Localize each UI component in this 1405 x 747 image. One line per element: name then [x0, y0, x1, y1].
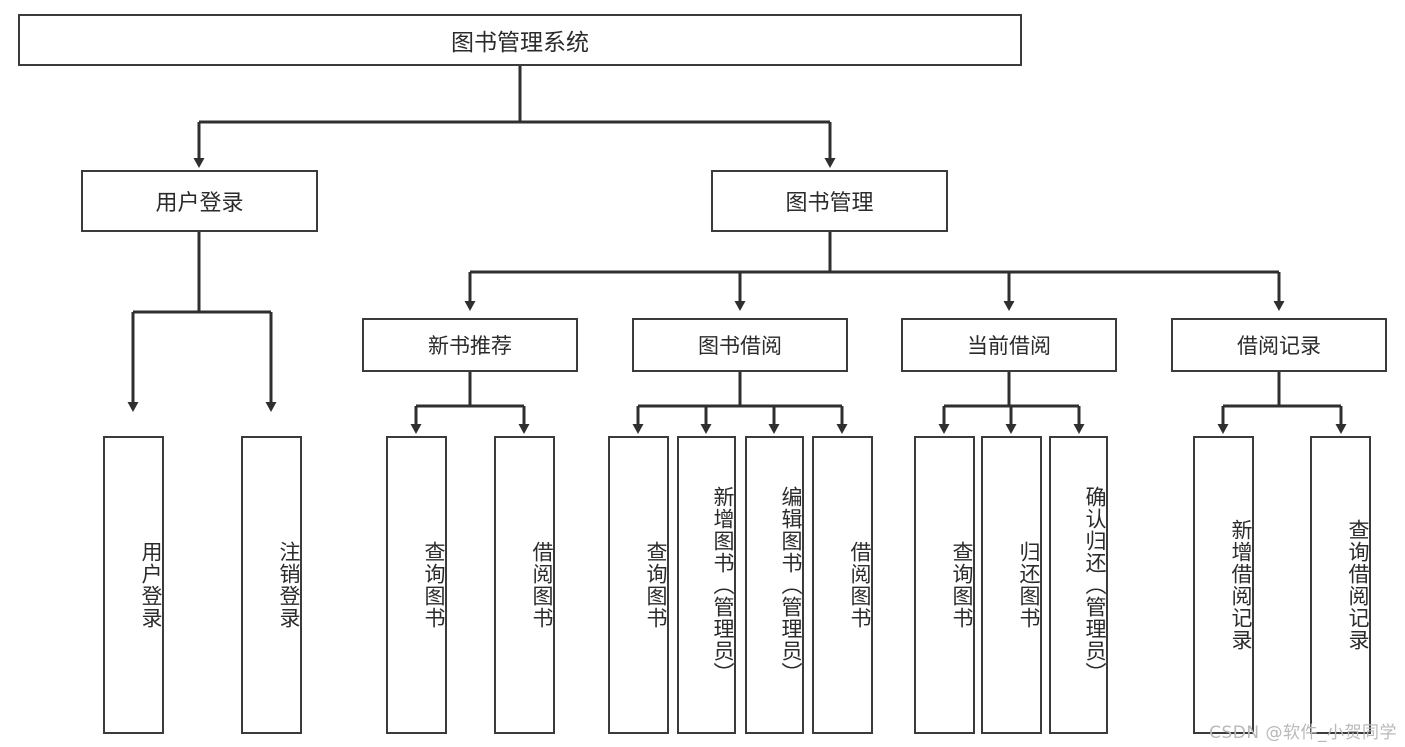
leaf-user-login[interactable]: 用户登录: [103, 436, 164, 734]
watermark-text: CSDN @软件_小贺同学: [1209, 723, 1397, 743]
leaf-borrow-book-recommend[interactable]: 借阅图书: [494, 436, 555, 734]
node-label: 新增借阅记录: [1229, 519, 1253, 651]
node-label: 图书借阅: [698, 334, 782, 358]
node-user-login[interactable]: 用户登录: [81, 170, 318, 232]
node-label: 图书管理系统: [451, 30, 589, 56]
leaf-confirm-return-admin[interactable]: 确认归还（管理员）: [1049, 436, 1108, 734]
leaf-query-book-current[interactable]: 查询图书: [914, 436, 975, 734]
node-label: 查询图书: [644, 541, 668, 629]
node-label: 新增图书（管理员）: [711, 486, 735, 684]
node-label: 用户登录: [155, 191, 244, 216]
node-label: 查询图书: [950, 541, 974, 629]
node-label: 借阅记录: [1237, 334, 1321, 358]
node-label: 查询图书: [422, 541, 446, 629]
node-label: 编辑图书（管理员）: [779, 486, 803, 684]
leaf-add-borrow-record[interactable]: 新增借阅记录: [1193, 436, 1254, 734]
node-root-system[interactable]: 图书管理系统: [18, 14, 1022, 66]
node-label: 用户登录: [139, 541, 163, 629]
node-label: 借阅图书: [530, 541, 554, 629]
node-label: 注销登录: [277, 541, 301, 629]
node-current-borrow[interactable]: 当前借阅: [901, 318, 1117, 372]
leaf-query-book-borrow[interactable]: 查询图书: [608, 436, 669, 734]
leaf-query-book-recommend[interactable]: 查询图书: [386, 436, 447, 734]
node-book-borrow[interactable]: 图书借阅: [632, 318, 848, 372]
leaf-return-book[interactable]: 归还图书: [981, 436, 1042, 734]
node-label: 归还图书: [1017, 541, 1041, 629]
node-label: 当前借阅: [967, 334, 1051, 358]
node-label: 新书推荐: [428, 334, 512, 358]
node-label: 确认归还（管理员）: [1083, 486, 1107, 684]
node-book-management[interactable]: 图书管理: [711, 170, 948, 232]
leaf-add-book-admin[interactable]: 新增图书（管理员）: [677, 436, 736, 734]
leaf-edit-book-admin[interactable]: 编辑图书（管理员）: [745, 436, 804, 734]
node-label: 借阅图书: [848, 541, 872, 629]
leaf-query-borrow-record[interactable]: 查询借阅记录: [1310, 436, 1371, 734]
node-new-book-recommend[interactable]: 新书推荐: [362, 318, 578, 372]
node-label: 查询借阅记录: [1346, 519, 1370, 651]
node-borrow-record[interactable]: 借阅记录: [1171, 318, 1387, 372]
node-label: 图书管理: [785, 191, 874, 216]
leaf-borrow-book[interactable]: 借阅图书: [812, 436, 873, 734]
leaf-logout-login[interactable]: 注销登录: [241, 436, 302, 734]
